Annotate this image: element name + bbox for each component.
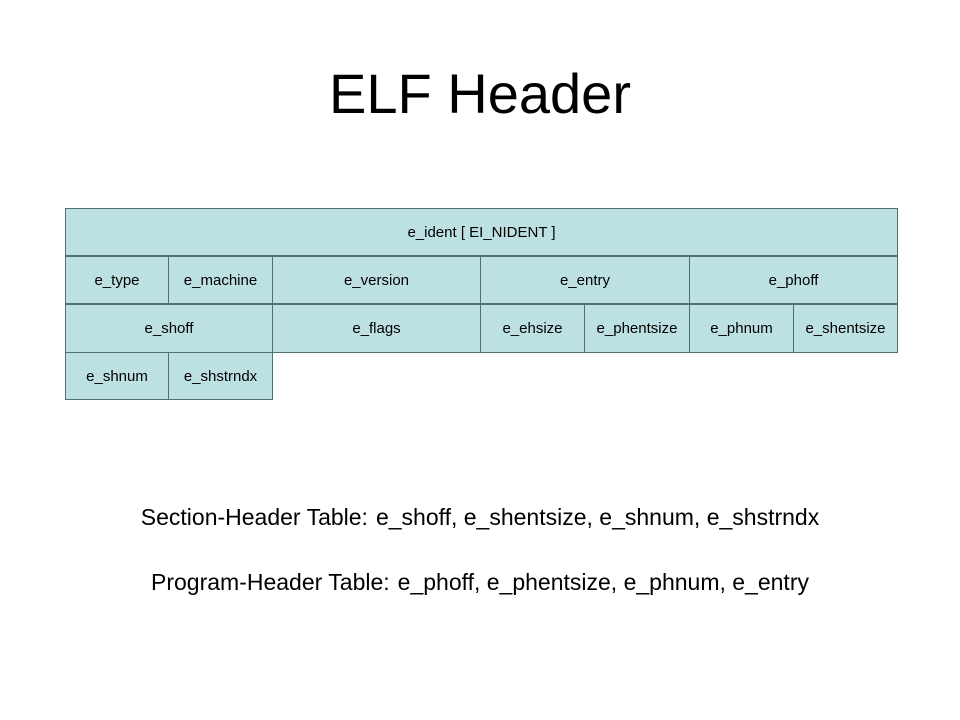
section-header-label: Section-Header Table: [140,504,368,530]
field-e-machine: e_machine [168,256,273,304]
slide-title: ELF Header [329,62,631,125]
field-e-ehsize: e_ehsize [480,304,585,353]
field-e-flags: e_flags [272,304,481,353]
field-e-phnum: e_phnum [689,304,794,353]
field-e-phoff: e_phoff [689,256,898,304]
field-e-shoff: e_shoff [65,304,273,353]
field-e-shnum: e_shnum [65,352,169,400]
section-header-summary: Section-Header Table: e_shoff, e_shentsiz… [0,504,960,531]
field-e-version: e_version [272,256,481,304]
field-e-shentsize: e_shentsize [793,304,898,353]
program-header-summary: Program-Header Table: e_phoff, e_phentsiz… [0,569,960,596]
section-header-fields: e_shoff, e_shentsize, e_shnum, e_shstrnd… [375,504,820,530]
program-header-fields: e_phoff, e_phentsize, e_phnum, e_entry [397,569,809,595]
field-e-entry: e_entry [480,256,690,304]
field-e-ident: e_ident [ EI_NIDENT ] [65,208,898,256]
field-e-type: e_type [65,256,169,304]
field-e-phentsize: e_phentsize [584,304,690,353]
program-header-label: Program-Header Table: [151,569,390,595]
field-e-shstrndx: e_shstrndx [168,352,273,400]
